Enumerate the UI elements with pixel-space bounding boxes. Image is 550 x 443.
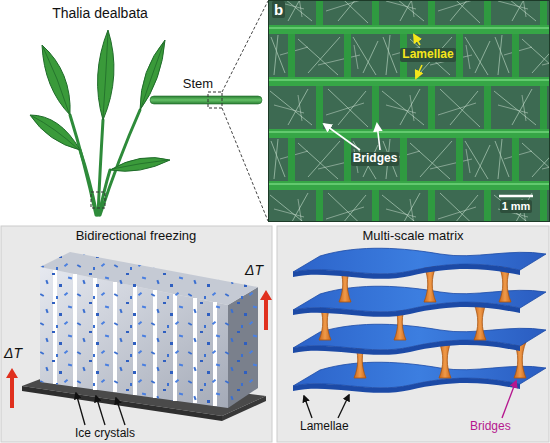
plant-illustration: [30, 30, 170, 215]
structure-label: Ice crystals: [75, 427, 135, 441]
freezing-illustration: [6, 245, 272, 425]
gradient-label: ΔT: [245, 262, 263, 278]
panel-ground: [1, 226, 272, 442]
panel-title: Bidirectional freezing: [76, 229, 197, 244]
scale-bar: [499, 195, 533, 198]
structure-label: Bridges: [470, 420, 511, 434]
stem-photo: [268, 0, 550, 222]
part-label: Stem: [183, 77, 213, 92]
structure-label: Lamellae: [300, 420, 349, 434]
structure-label: Lamellae: [400, 48, 455, 62]
panel-title: Multi-scale matrix: [362, 229, 463, 244]
panel-ground: [277, 226, 549, 442]
stem-section: [150, 1, 268, 221]
panel-letter: b: [272, 1, 285, 18]
matrix-illustration: [293, 248, 546, 418]
scale-label: 1 mm: [500, 200, 533, 213]
gradient-label: ΔT: [4, 345, 22, 361]
plant-name: Thalia dealbata: [52, 5, 148, 21]
structure-label: Bridges: [351, 152, 400, 166]
